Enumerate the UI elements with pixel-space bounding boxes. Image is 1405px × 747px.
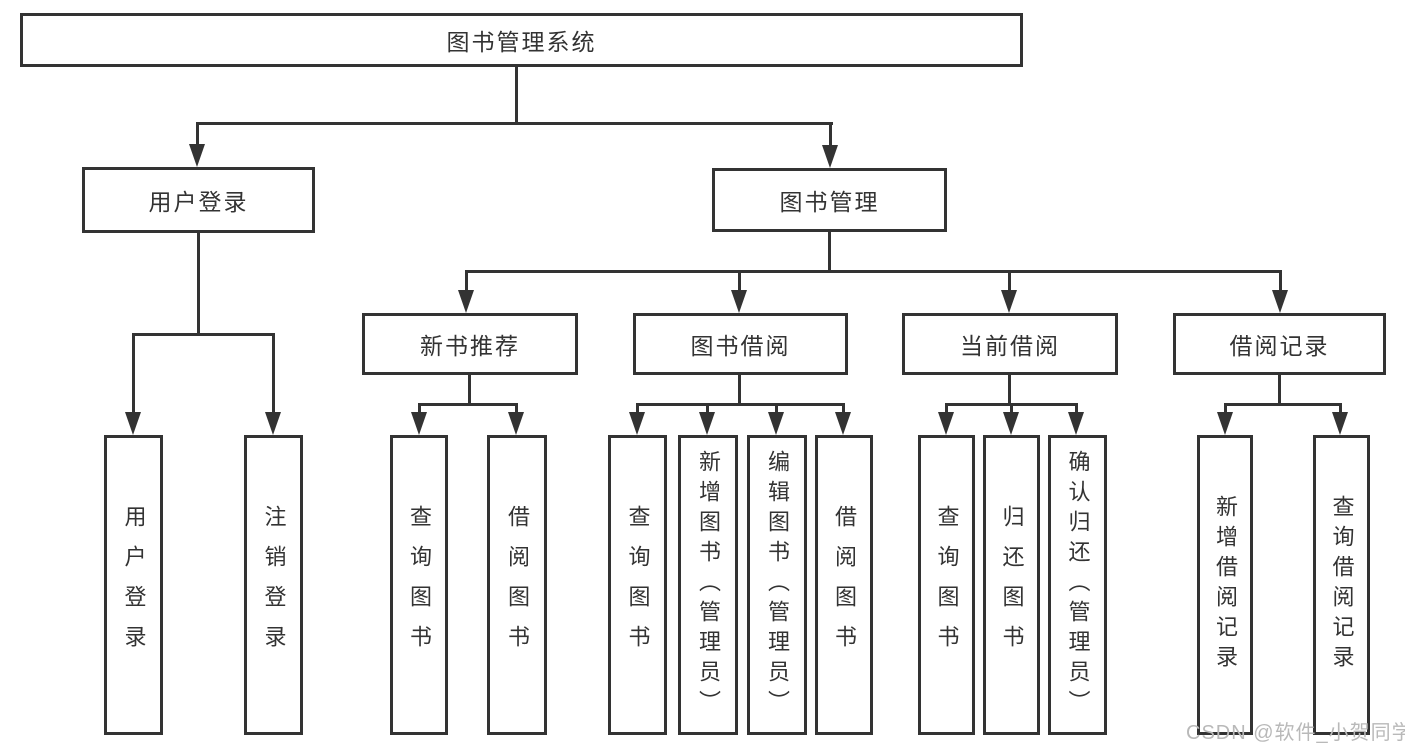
leaf-borrow-borrow-book: 借阅图书 — [815, 435, 873, 735]
leaf-current-confirm-return-label: 确认归还（管理员） — [1065, 450, 1091, 720]
connector-line — [636, 403, 845, 406]
arrow-down-icon — [629, 412, 645, 435]
connector-line — [1224, 403, 1227, 415]
arrow-down-icon — [508, 412, 524, 435]
arrow-down-icon — [731, 290, 747, 313]
connector-line — [196, 122, 833, 125]
connector-line — [132, 333, 275, 336]
leaf-borrow-borrow-book-label: 借阅图书 — [832, 505, 857, 665]
leaf-rec-query-book-label: 查询图书 — [407, 505, 432, 665]
csdn-watermark: CSDN @软件_小贺同学 — [1186, 722, 1405, 744]
connector-line — [468, 375, 471, 406]
leaf-current-query-book-label: 查询图书 — [934, 505, 960, 665]
leaf-logout: 注销登录 — [244, 435, 303, 735]
connector-line — [1008, 270, 1011, 292]
leaf-records-query-record-label: 查询借阅记录 — [1329, 495, 1355, 675]
leaf-rec-borrow-book: 借阅图书 — [487, 435, 547, 735]
arrow-down-icon — [835, 412, 851, 435]
connector-line — [465, 270, 468, 292]
leaf-records-add-record: 新增借阅记录 — [1197, 435, 1253, 735]
leaf-records-add-record-label: 新增借阅记录 — [1213, 495, 1238, 675]
connector-line — [1075, 403, 1078, 415]
leaf-borrow-query-book-label: 查询图书 — [625, 505, 651, 665]
node-borrow-records-label: 借阅记录 — [1229, 333, 1330, 359]
leaf-current-return-book: 归还图书 — [983, 435, 1040, 735]
arrow-down-icon — [125, 412, 141, 435]
node-book-borrow-label: 图书借阅 — [690, 333, 791, 359]
connector-line — [1339, 403, 1342, 415]
connector-line — [515, 403, 518, 415]
node-root-label: 图书管理系统 — [446, 29, 597, 55]
connector-line — [465, 270, 1282, 273]
leaf-logout-label: 注销登录 — [261, 505, 287, 665]
node-user-login: 用户登录 — [82, 167, 315, 233]
leaf-borrow-edit-book-label: 编辑图书（管理员） — [765, 450, 790, 720]
arrow-down-icon — [699, 412, 715, 435]
arrow-down-icon — [411, 412, 427, 435]
connector-line — [829, 122, 832, 148]
node-user-login-label: 用户登录 — [148, 189, 249, 215]
connector-line — [197, 233, 200, 336]
arrow-down-icon — [822, 145, 838, 168]
leaf-rec-query-book: 查询图书 — [390, 435, 448, 735]
arrow-down-icon — [1332, 412, 1348, 435]
leaf-rec-borrow-book-label: 借阅图书 — [505, 505, 530, 665]
arrow-down-icon — [265, 412, 281, 435]
node-current-borrow: 当前借阅 — [902, 313, 1118, 375]
connector-line — [828, 232, 831, 273]
arrow-down-icon — [1217, 412, 1233, 435]
leaf-user-login: 用户登录 — [104, 435, 163, 735]
connector-line — [945, 403, 948, 415]
connector-line — [1279, 270, 1282, 292]
arrow-down-icon — [1068, 412, 1084, 435]
connector-line — [636, 403, 639, 415]
connector-line — [1010, 403, 1013, 415]
connector-line — [775, 403, 778, 415]
leaf-borrow-query-book: 查询图书 — [608, 435, 667, 735]
leaf-records-query-record: 查询借阅记录 — [1313, 435, 1370, 735]
arrow-down-icon — [768, 412, 784, 435]
leaf-borrow-edit-book: 编辑图书（管理员） — [747, 435, 807, 735]
arrow-down-icon — [189, 144, 205, 167]
node-borrow-records: 借阅记录 — [1173, 313, 1386, 375]
leaf-user-login-label: 用户登录 — [121, 505, 147, 665]
node-book-mgmt-label: 图书管理 — [779, 189, 880, 215]
leaf-current-return-book-label: 归还图书 — [999, 505, 1025, 665]
connector-line — [1008, 375, 1011, 406]
connector-line — [132, 333, 135, 415]
node-book-borrow: 图书借阅 — [633, 313, 848, 375]
connector-line — [418, 403, 421, 415]
node-new-book-rec: 新书推荐 — [362, 313, 578, 375]
connector-line — [272, 333, 275, 415]
node-root: 图书管理系统 — [20, 13, 1023, 67]
arrow-down-icon — [1272, 290, 1288, 313]
leaf-borrow-add-book: 新增图书（管理员） — [678, 435, 738, 735]
connector-line — [1224, 403, 1342, 406]
connector-line — [1278, 375, 1281, 406]
connector-line — [515, 67, 518, 124]
connector-line — [738, 375, 741, 406]
arrow-down-icon — [1001, 290, 1017, 313]
arrow-down-icon — [1003, 412, 1019, 435]
arrow-down-icon — [458, 290, 474, 313]
node-current-borrow-label: 当前借阅 — [960, 333, 1060, 359]
node-new-book-rec-label: 新书推荐 — [420, 333, 520, 359]
leaf-borrow-add-book-label: 新增图书（管理员） — [696, 450, 721, 720]
leaf-current-confirm-return: 确认归还（管理员） — [1048, 435, 1107, 735]
connector-line — [842, 403, 845, 415]
connector-line — [418, 403, 518, 406]
connector-line — [706, 403, 709, 415]
node-book-mgmt: 图书管理 — [712, 168, 947, 232]
leaf-current-query-book: 查询图书 — [918, 435, 975, 735]
arrow-down-icon — [938, 412, 954, 435]
connector-line — [196, 122, 199, 148]
connector-line — [738, 270, 741, 292]
